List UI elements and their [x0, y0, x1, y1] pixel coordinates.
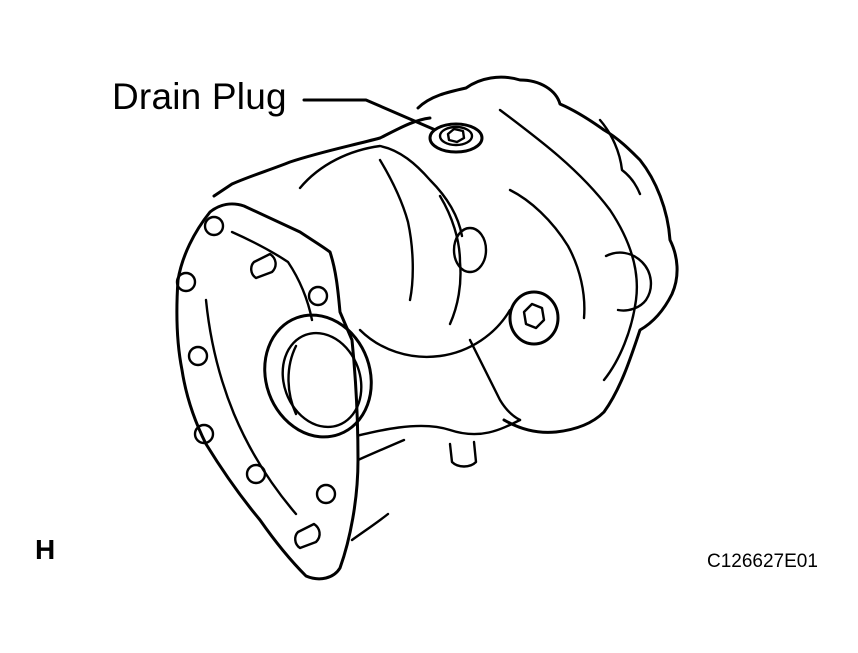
flange-bolt-hole [175, 271, 197, 293]
housing-bottom-edge [338, 418, 522, 442]
drain-plug-head [438, 125, 474, 147]
side-boss [452, 226, 488, 274]
rear-cover-rib [598, 118, 642, 196]
rear-cover-boss [604, 251, 653, 312]
flange-bolt-hole [193, 423, 215, 445]
figure-code: C126627E01 [707, 551, 818, 572]
fill-plug-ring [508, 290, 560, 346]
view-letter: H [35, 534, 56, 565]
flange-bolt-hole [307, 285, 329, 307]
dowel-pin [250, 252, 277, 280]
housing-mid-ridge [378, 158, 414, 302]
output-bore-outer [263, 313, 373, 439]
rear-cover-ridge [508, 188, 586, 320]
main-housing-top [212, 116, 432, 198]
flange-bolt-hole [203, 215, 225, 237]
flange-inner-edge [204, 230, 314, 516]
drain-plug-hex-icon [446, 127, 466, 144]
rear-cover-flange-line [498, 108, 638, 382]
output-bore-shadow [287, 344, 298, 416]
housing-side-rib [438, 194, 462, 326]
bottom-spigot [448, 440, 478, 468]
fill-plug-hex-icon [522, 302, 546, 330]
flange-bolt-hole [245, 463, 267, 485]
housing-lower-contour [468, 338, 522, 422]
flange-bolt-hole [315, 483, 337, 505]
rear-cover-outline [416, 75, 679, 434]
flange-bolt-hole [187, 345, 209, 367]
housing-upper-ridge [298, 144, 464, 238]
drain-plug-label: Drain Plug [112, 76, 287, 117]
dowel-pin [294, 522, 321, 550]
housing-lower-body [358, 308, 512, 358]
output-bore-inner [281, 331, 363, 429]
flange-rear-face [350, 438, 406, 542]
